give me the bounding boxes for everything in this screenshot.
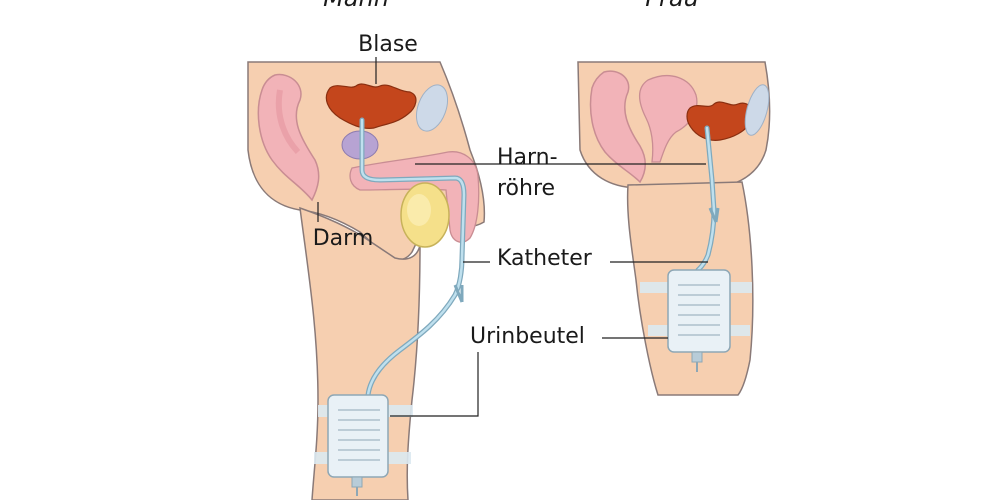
urinbeutel-leader	[390, 352, 479, 417]
female-uterus	[638, 75, 698, 163]
male-penis	[349, 151, 480, 243]
male-figure	[247, 61, 486, 500]
label-harnroehre-1: Harn-	[497, 145, 558, 170]
female-intestine	[589, 70, 646, 184]
male-title: Mann	[323, 0, 389, 12]
female-urine-bag	[667, 269, 731, 372]
label-urinbeutel: Urinbeutel	[470, 324, 585, 349]
male-bladder	[325, 83, 417, 129]
label-katheter: Katheter	[497, 246, 593, 271]
female-title: Frau	[645, 0, 699, 12]
female-figure	[577, 61, 771, 396]
label-blase: Blase	[358, 32, 418, 57]
label-darm: Darm	[313, 226, 374, 251]
male-urine-bag	[327, 394, 389, 496]
label-harnroehre-2: röhre	[497, 176, 555, 201]
